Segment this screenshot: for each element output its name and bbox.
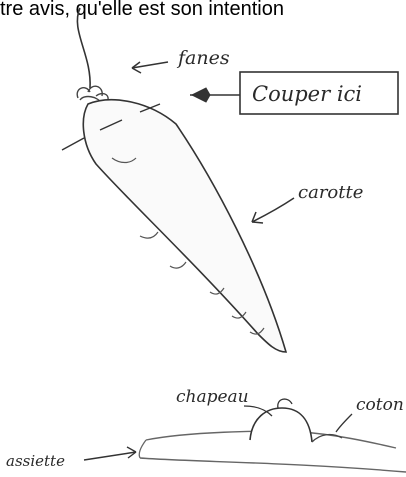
label-assiette: assiette — [6, 452, 65, 470]
carrot-body — [83, 100, 286, 352]
label-carotte: carotte — [298, 182, 363, 203]
plate-left-edge — [139, 440, 146, 458]
label-fanes: fanes — [176, 47, 230, 69]
chapeau-dome — [250, 408, 312, 442]
cut-pointer-head — [192, 88, 210, 102]
assiette-arrow-line — [84, 452, 136, 460]
plate-bottom — [140, 458, 406, 472]
stem-stroke — [77, 8, 90, 88]
label-coton: coton — [356, 395, 404, 415]
label-couper-ici: Couper ici — [252, 82, 362, 106]
fanes-arrow-line — [132, 62, 168, 68]
coton-curve — [312, 435, 342, 442]
label-chapeau: chapeau — [176, 387, 249, 407]
chapeau-stem — [278, 399, 292, 408]
carotte-arrow-line — [252, 198, 294, 222]
coton-arrow — [336, 414, 352, 432]
